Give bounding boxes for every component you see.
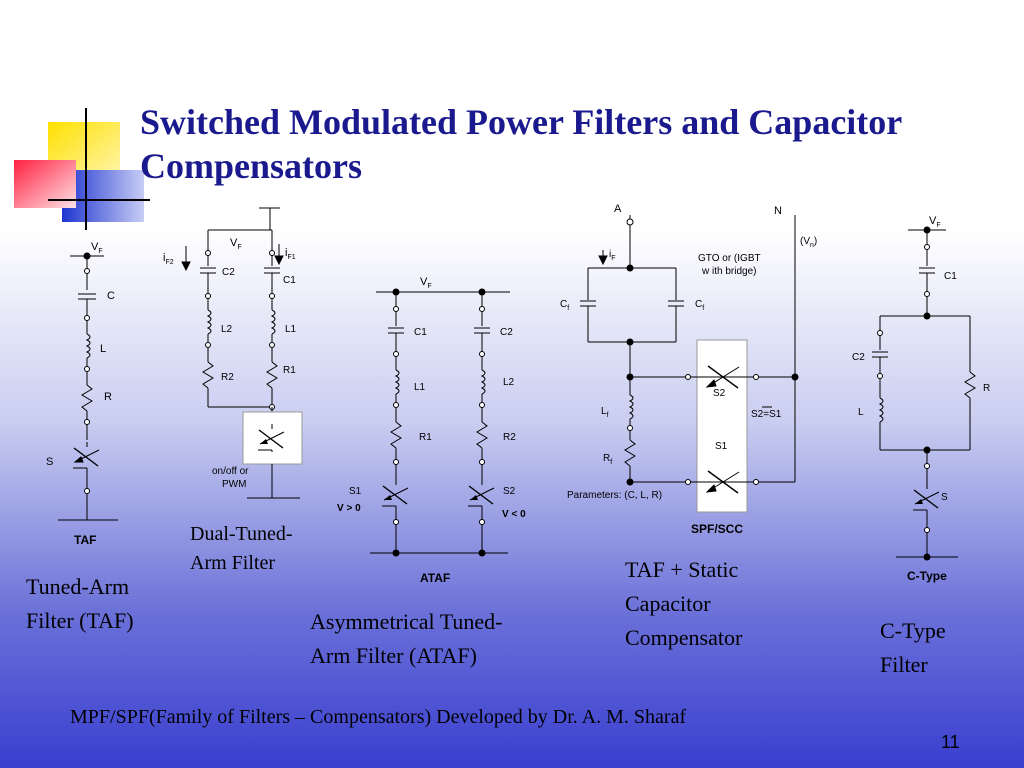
taf-vf-label: VF — [91, 241, 103, 255]
ataf-name-label: ATAF — [420, 571, 450, 585]
spf-cf-left-label: Cf — [560, 299, 569, 312]
taf-r-label: R — [104, 391, 112, 403]
dual-l2-label: L2 — [221, 324, 233, 335]
ataf-l2-label: L2 — [503, 377, 515, 388]
taf-circuit — [58, 252, 118, 521]
slide-title: Switched Modulated Power Filters and Cap… — [140, 102, 902, 186]
dual-r2-label: R2 — [221, 372, 234, 383]
dual-tuned-caption: Dual-Tuned- Arm Filter — [190, 523, 293, 574]
spf-s1-switch-icon — [705, 470, 740, 494]
ctype-c2-label: C2 — [852, 352, 865, 363]
ctype-caption: C-Type Filter — [880, 618, 946, 677]
ataf-circuit — [370, 288, 510, 557]
ctype-c1-label: C1 — [944, 271, 957, 282]
spf-params-label: Parameters: (C, L, R) — [567, 490, 662, 501]
spf-n-label: N — [774, 205, 782, 217]
dual-if2-label: iF2 — [163, 252, 174, 266]
ataf-vpos-label: V > 0 — [337, 503, 361, 514]
ctype-s-label: S — [941, 492, 948, 503]
spf-name-label: SPF/SCC — [691, 522, 743, 536]
slide-footer: MPF/SPF(Family of Filters – Compensators… — [70, 706, 687, 728]
dual-if1-label: iF1 — [285, 247, 296, 261]
spf-rf-label: Rf — [603, 453, 612, 466]
spf-s2s1-label: S2=S1 — [751, 409, 782, 420]
spf-gto-label-2: w ith bridge) — [701, 266, 756, 277]
ataf-s2-label: S2 — [503, 486, 516, 497]
dual-tuned-circuit — [181, 207, 284, 412]
spf-scc-circuit — [580, 215, 799, 486]
dual-switch-note-1: on/off or — [212, 466, 249, 477]
dual-switch-note-2: PWM — [222, 479, 246, 490]
ctype-name-label: C-Type — [907, 569, 947, 583]
spf-lf-label: Lf — [601, 406, 609, 419]
spf-vn-label: (Vn) — [800, 236, 817, 249]
ataf-c1-label: C1 — [414, 327, 427, 338]
dual-l1-label: L1 — [285, 324, 297, 335]
ataf-r1-label: R1 — [419, 432, 432, 443]
spf-gto-label-1: GTO or (IGBT — [698, 253, 761, 264]
spf-s2-switch-icon — [705, 365, 740, 389]
spf-a-label: A — [614, 203, 622, 215]
dual-r1-label: R1 — [283, 365, 296, 376]
ctype-r-label: R — [983, 383, 990, 394]
ctype-circuit — [872, 226, 976, 561]
ctype-vf-label: VF — [929, 215, 941, 229]
ctype-l-label: L — [858, 407, 864, 418]
taf-s-label: S — [46, 456, 53, 468]
ctype-switch-icon — [912, 483, 940, 513]
ataf-l1-label: L1 — [414, 382, 426, 393]
spf-scc-caption: TAF + Static Capacitor Compensator — [625, 557, 743, 650]
page-number: 11 — [941, 732, 960, 752]
spf-s2-label: S2 — [713, 388, 726, 399]
ataf-caption: Asymmetrical Tuned- Arm Filter (ATAF) — [310, 609, 503, 668]
ataf-c2-label: C2 — [500, 327, 513, 338]
spf-if-label: iF — [609, 249, 616, 262]
taf-caption: Tuned-Arm Filter (TAF) — [26, 574, 134, 633]
taf-c-label: C — [107, 290, 115, 302]
taf-name-label: TAF — [74, 533, 96, 547]
ataf-vneg-label: V < 0 — [502, 509, 526, 520]
ataf-s1-label: S1 — [349, 486, 362, 497]
dual-vf-label: VF — [230, 237, 242, 251]
ataf-s2-switch-icon — [467, 479, 495, 509]
ataf-vf-label: VF — [420, 276, 432, 290]
spf-s1-label: S1 — [715, 441, 728, 452]
ataf-s1-switch-icon — [381, 479, 409, 509]
spf-switch-box — [696, 339, 748, 513]
dual-c2-label: C2 — [222, 267, 235, 278]
dual-c1-label: C1 — [283, 275, 296, 286]
ataf-r2-label: R2 — [503, 432, 516, 443]
taf-l-label: L — [100, 343, 106, 355]
slide-logo-graphic — [14, 108, 150, 230]
spf-cf-right-label: Cf — [695, 299, 704, 312]
